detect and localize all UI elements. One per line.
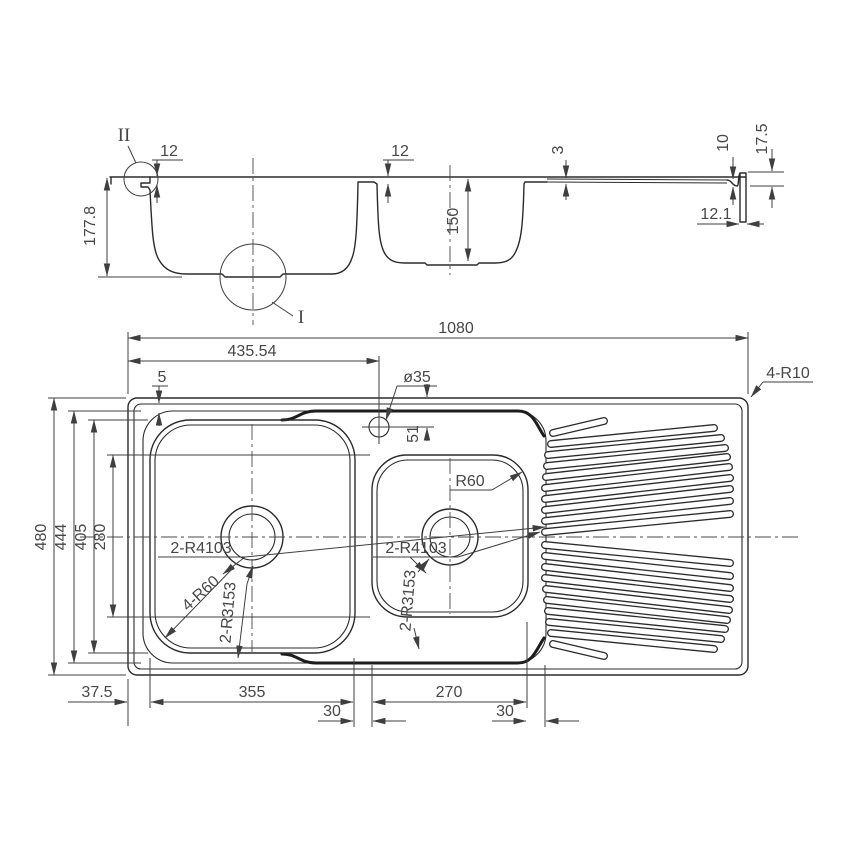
svg-text:4-R60: 4-R60 — [179, 573, 223, 615]
dim-end-height: 17.5 — [748, 123, 784, 208]
svg-text:177.8: 177.8 — [82, 206, 99, 246]
dim-lip-left: 12 — [152, 143, 183, 203]
svg-text:444: 444 — [53, 524, 70, 551]
svg-text:355: 355 — [239, 684, 266, 701]
label-bowl2-radius-a: 2-R4103 — [373, 531, 541, 574]
svg-text:12: 12 — [160, 143, 178, 160]
dim-hole-offset: 435.54 — [127, 343, 380, 416]
sink-inner-rim — [133, 403, 743, 670]
dim-bowl2-depth: 150 — [445, 178, 472, 262]
detail-label-ii: II — [118, 125, 131, 146]
svg-text:2-R4103: 2-R4103 — [385, 540, 446, 557]
dim-rim-gap: 5 — [152, 369, 168, 426]
label-bowl2-corner: R60 — [450, 471, 523, 491]
drainboard-rib — [548, 425, 717, 447]
label-bowl1-radius-b: 2-R3153 — [217, 565, 254, 659]
drainboard-rib — [542, 464, 732, 491]
drainboard-rib — [542, 486, 733, 513]
dim-bowl1-height: 405 — [73, 419, 148, 654]
svg-text:1080: 1080 — [438, 320, 474, 337]
drainboard-rib — [550, 418, 607, 436]
dim-bowl2-width: 270 — [372, 622, 528, 708]
plan-view: 1080 435.54 5 ø35 51 4-R10 — [33, 320, 813, 727]
dim-overall-depth: 177.8 — [82, 177, 182, 278]
drainboard-rib — [545, 435, 724, 458]
label-bowl2-radius-b: 2-R3153 — [397, 558, 430, 650]
svg-text:5: 5 — [158, 369, 167, 386]
svg-text:435.54: 435.54 — [228, 343, 277, 360]
drainboard-rib — [544, 597, 730, 623]
svg-text:3: 3 — [550, 145, 567, 154]
svg-text:2-R3153: 2-R3153 — [397, 569, 419, 632]
svg-text:405: 405 — [73, 524, 90, 551]
drainboard-rib — [542, 511, 733, 535]
svg-text:R60: R60 — [455, 473, 484, 490]
dim-hole-depth: 51 — [389, 384, 434, 443]
svg-text:30: 30 — [323, 703, 341, 720]
dim-gap1: 30 — [318, 665, 406, 727]
drainboard-rib — [542, 553, 733, 579]
drainboard-rib — [543, 454, 730, 480]
drainboard-rib — [545, 608, 728, 632]
dim-bowl2-height: 280 — [92, 454, 370, 618]
svg-text:280: 280 — [92, 524, 109, 551]
label-bowl1-radius-a: 2-R4103 — [158, 525, 546, 575]
drainboard-rib — [548, 630, 717, 652]
svg-text:37.5: 37.5 — [81, 684, 112, 701]
dim-overall-height: 480 — [33, 397, 126, 676]
drainboard-rib — [542, 498, 733, 524]
svg-text:270: 270 — [436, 684, 463, 701]
dim-bowl1-width: 355 — [150, 658, 355, 727]
svg-text:4-R10: 4-R10 — [766, 365, 810, 382]
dim-end-step: 10 — [715, 134, 737, 205]
svg-text:30: 30 — [496, 703, 514, 720]
dim-board-drop: 3 — [550, 145, 570, 200]
drainboard-rib — [542, 542, 733, 566]
svg-text:ø35: ø35 — [403, 369, 431, 386]
sink-outer-edge — [127, 397, 749, 676]
svg-text:51: 51 — [405, 425, 422, 443]
dim-left-offset: 37.5 — [68, 658, 151, 726]
drainboard-rib — [550, 641, 607, 659]
svg-text:2-R4103: 2-R4103 — [170, 540, 231, 557]
drainboard-rib — [542, 564, 733, 591]
drainboard-rib — [542, 575, 733, 602]
dim-inner-height: 444 — [53, 410, 141, 664]
drainboard-rib — [546, 619, 724, 642]
dim-end-width: 12.1 — [697, 206, 764, 228]
svg-text:480: 480 — [33, 524, 50, 551]
detail-circle-ii — [123, 161, 159, 197]
svg-text:2-R3153: 2-R3153 — [217, 581, 239, 644]
section-view: II I 12 177.8 12 150 — [82, 123, 784, 328]
svg-text:150: 150 — [445, 208, 462, 235]
drainboard-rib — [544, 445, 728, 469]
dim-overall-width: 1080 — [127, 320, 749, 394]
svg-text:12.1: 12.1 — [700, 206, 731, 223]
label-hole-diameter: ø35 — [385, 369, 437, 421]
drainboard-rib — [543, 586, 732, 613]
svg-text:10: 10 — [715, 134, 732, 152]
dim-gap2: 30 — [492, 665, 579, 727]
main-bowl — [149, 419, 356, 654]
svg-text:17.5: 17.5 — [754, 123, 771, 154]
detail-label-i: I — [298, 307, 304, 328]
drainboard-rib — [542, 475, 733, 502]
dim-divider-drop: 12 — [383, 143, 414, 203]
label-corner-radius: 4-R10 — [750, 365, 813, 398]
svg-text:12: 12 — [391, 143, 409, 160]
drainboard-ribs — [541, 417, 734, 660]
